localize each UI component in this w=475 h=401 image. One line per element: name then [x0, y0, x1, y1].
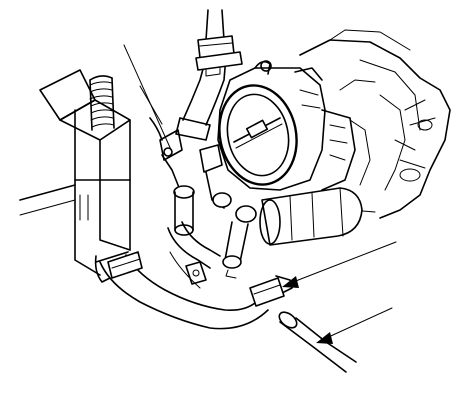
- callout-upper: [282, 241, 397, 288]
- leader-lines: [123, 44, 173, 157]
- throttle-body: [217, 60, 356, 191]
- hose-end: [278, 311, 357, 373]
- callout-lower: [316, 307, 393, 344]
- left-bracket: [19, 69, 131, 276]
- corrugated-hose: [89, 75, 115, 131]
- elbow-fitting: [212, 192, 257, 279]
- small-fitting: [185, 261, 207, 285]
- lower-hose: [95, 221, 269, 330]
- upper-clamp: [195, 51, 243, 77]
- throttle-actuator: [259, 187, 363, 246]
- upper-hose: [175, 9, 235, 141]
- lower-hose-clamp-left: [94, 251, 143, 283]
- hose-clamp: [249, 275, 293, 307]
